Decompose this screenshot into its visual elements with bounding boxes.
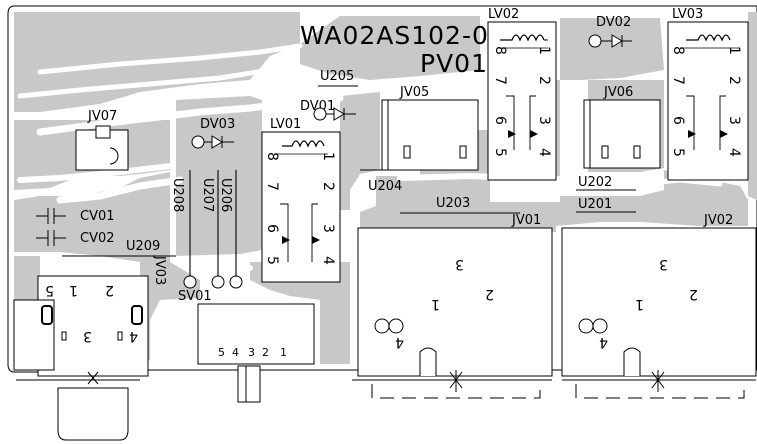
trace-label-u207: U207 xyxy=(200,178,215,212)
trace-label-u204: U204 xyxy=(368,179,402,194)
trace-label-u206: U206 xyxy=(218,178,233,212)
sv01-pin-1: 1 xyxy=(280,346,287,359)
lv02-pin-6: 6 xyxy=(492,116,508,125)
sv01-pin-5: 5 xyxy=(218,346,225,359)
jv02-pin-2: 2 xyxy=(689,286,698,302)
lv02-pin-4: 4 xyxy=(536,148,552,157)
jv03-label: JV03 xyxy=(152,255,167,285)
lv02-pin-8: 8 xyxy=(492,46,508,55)
jv02-pin-1: 1 xyxy=(635,296,644,312)
transformer-lv03: LV03 8 1 7 2 6 3 5 4 xyxy=(667,7,749,181)
connector-jv03: JV03 5 2 1 3 4 xyxy=(13,255,167,441)
trace-label-u203: U203 xyxy=(436,196,470,211)
jv02-pin-3: 3 xyxy=(659,256,668,272)
connector-jv02: JV02 3 2 1 4 xyxy=(561,213,757,399)
transformer-lv01: LV01 8 1 7 2 6 3 5 4 xyxy=(261,117,341,283)
cv01-label: CV01 xyxy=(80,209,115,224)
lv01-pin-8: 8 xyxy=(264,152,280,161)
lv01-label: LV01 xyxy=(270,117,301,132)
trace-label-u205: U205 xyxy=(320,69,354,84)
diode-dv01: DV01 xyxy=(300,99,356,121)
sv01-pin-4: 4 xyxy=(232,346,239,359)
jv03-pin-1: 1 xyxy=(69,282,78,298)
copper-pour xyxy=(14,12,757,366)
lv03-pin-2: 2 xyxy=(726,76,742,85)
jv03-pin-2: 2 xyxy=(105,282,114,298)
jv01-pin-3: 3 xyxy=(455,256,464,272)
diode-dv02: DV02 xyxy=(588,15,632,48)
lv01-pin-2: 2 xyxy=(320,182,336,191)
jv01-pin-2: 2 xyxy=(485,286,494,302)
diode-dv03: DV03 xyxy=(191,117,235,149)
lv03-pin-4: 4 xyxy=(726,148,742,157)
lv03-pin-1: 1 xyxy=(726,46,742,55)
trace-label-u202: U202 xyxy=(578,175,612,190)
lv01-pin-6: 6 xyxy=(264,224,280,233)
lv03-pin-6: 6 xyxy=(670,116,686,125)
sv01-pin-2: 2 xyxy=(262,346,269,359)
trace-label-u209: U209 xyxy=(126,239,160,254)
lv01-pin-5: 5 xyxy=(264,256,280,265)
sv01-pin-3: 3 xyxy=(248,346,255,359)
lv03-pin-3: 3 xyxy=(726,116,742,125)
dv01-label: DV01 xyxy=(300,99,335,114)
jv03-pin-4: 4 xyxy=(129,328,138,344)
lv02-pin-2: 2 xyxy=(536,76,552,85)
jv05-label: JV05 xyxy=(399,85,429,100)
trace-label-u208: U208 xyxy=(170,178,185,212)
capacitor-cv01: CV01 xyxy=(36,208,115,224)
lv02-pin-3: 3 xyxy=(536,116,552,125)
connector-jv05: JV05 xyxy=(381,85,479,171)
jv02-pin-4: 4 xyxy=(599,334,608,350)
jv06-label: JV06 xyxy=(603,85,633,100)
lv01-pin-7: 7 xyxy=(264,182,280,191)
switch-sv01: SV01 5 4 3 2 1 xyxy=(178,275,315,403)
board-title: WA02AS102-0 xyxy=(300,21,489,50)
lv01-pin-4: 4 xyxy=(320,256,336,265)
lv03-label: LV03 xyxy=(672,7,703,22)
lv01-pin-1: 1 xyxy=(320,152,336,161)
board-subtitle: PV01 xyxy=(420,49,488,78)
lv03-pin-5: 5 xyxy=(670,148,686,157)
jv02-label: JV02 xyxy=(703,213,733,228)
lv02-pin-5: 5 xyxy=(492,148,508,157)
connector-jv01: JV01 3 2 1 4 xyxy=(352,213,553,399)
jv01-pin-4: 4 xyxy=(395,334,404,350)
connector-jv07: JV07 xyxy=(75,109,129,171)
sv01-label: SV01 xyxy=(178,289,212,304)
transformer-lv02: LV02 8 1 7 2 6 3 5 4 xyxy=(487,7,557,181)
jv01-pin-1: 1 xyxy=(431,296,440,312)
lv03-pin-8: 8 xyxy=(670,46,686,55)
dv02-label: DV02 xyxy=(596,15,631,30)
lv02-label: LV02 xyxy=(488,7,519,22)
dv03-label: DV03 xyxy=(200,117,235,132)
lv03-pin-7: 7 xyxy=(670,76,686,85)
trace-label-u201: U201 xyxy=(578,197,612,212)
cv02-label: CV02 xyxy=(80,231,115,246)
jv07-label: JV07 xyxy=(87,109,117,124)
jv01-label: JV01 xyxy=(511,213,541,228)
jv03-pin-5: 5 xyxy=(45,282,54,298)
jv03-pin-3: 3 xyxy=(83,328,92,344)
connector-jv06: JV06 xyxy=(583,85,661,169)
lv02-pin-7: 7 xyxy=(492,76,508,85)
lv02-pin-1: 1 xyxy=(536,46,552,55)
lv01-pin-3: 3 xyxy=(320,224,336,233)
capacitor-cv02: CV02 xyxy=(36,230,115,246)
